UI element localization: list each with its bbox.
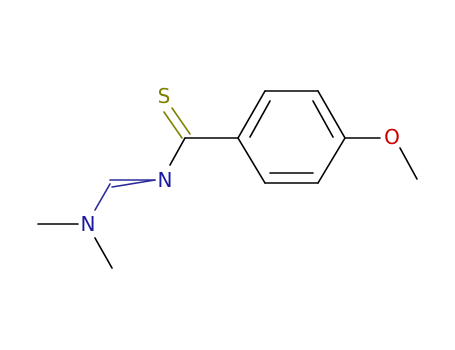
amine-nitrogen-atom-label: N [81,212,96,236]
cs-bond-line [163,111,183,139]
ring-bond [317,137,346,184]
ring-bond [237,137,266,184]
ring-double-bond [312,100,334,138]
methyl-bond-down [94,237,113,269]
oxygen-atom-label: O [384,125,400,149]
carbon-imine-nitrogen-bond [169,137,186,166]
sulfur-atom-label: S [158,84,171,108]
methine-amine-bond [94,183,111,211]
ring-bond [237,90,266,139]
imine-nitrogen-atom-label: N [158,168,173,192]
benzene-ring [237,90,346,184]
oxygen-methyl-bond [399,147,418,180]
thiocarbonyl-double-bond [163,107,191,139]
cs-bond-line [171,107,191,135]
ring-bond [317,90,346,139]
imine-bond-line [111,179,156,188]
imine-double-bond [109,179,156,188]
ring-double-bond [249,100,271,138]
